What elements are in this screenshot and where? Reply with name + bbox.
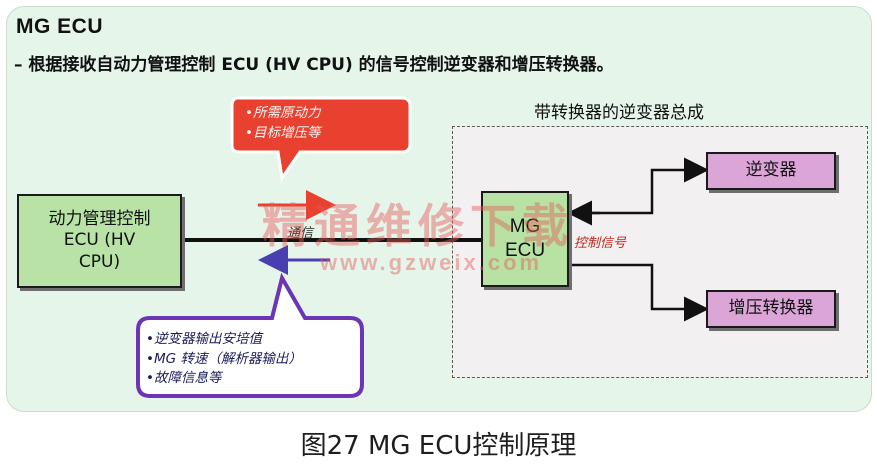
boost-converter-block: 增压转换器 [706, 290, 836, 328]
boost-control-line [569, 263, 709, 322]
inverter-control-line [569, 157, 709, 215]
blue-callout-item: •逆变器输出安培值 [146, 331, 262, 347]
red-callout-item: •目标增压等 [245, 124, 321, 141]
hv-ecu-block: 动力管理控制 ECU (HV CPU) [17, 194, 182, 288]
blue-callout-item: •故障信息等 [146, 370, 222, 387]
blue-callout-item: •MG 转速（解析器输出） [146, 350, 302, 367]
diagram-subtitle: – 根据接收自动力管理控制 ECU (HV CPU) 的信号控制逆变器和增压转换… [14, 55, 614, 75]
mg-ecu-block: MG ECU [481, 191, 569, 287]
blue-callout-text: •逆变器输出安培值 •MG 转速（解析器输出） •故障信息等 [146, 330, 302, 389]
communication-label: 通信 [287, 226, 314, 241]
mg-ecu-label: MG ECU [504, 216, 546, 261]
inverter-block: 逆变器 [706, 152, 836, 190]
watermark-url: www.gzweix.com [320, 250, 543, 275]
figure-caption: 图27 MG ECU控制原理 [300, 431, 577, 461]
red-callout-bubble [230, 96, 412, 182]
inverter-label: 逆变器 [745, 160, 797, 181]
control-signal-label: 控制信号 [574, 236, 627, 251]
hv-ecu-label: 动力管理控制 ECU (HV CPU) [48, 209, 151, 272]
red-callout-text: •所需原动力 •目标增压等 [245, 104, 320, 143]
watermark-text: 精通维修下载 [262, 199, 574, 253]
blue-callout-bubble [136, 272, 364, 398]
diagram-title: MG ECU [16, 15, 103, 38]
inverter-assembly-label: 带转换器的逆变器总成 [534, 103, 704, 123]
red-callout-item: •所需原动力 [245, 105, 321, 121]
boost-converter-label: 增压转换器 [728, 298, 814, 319]
